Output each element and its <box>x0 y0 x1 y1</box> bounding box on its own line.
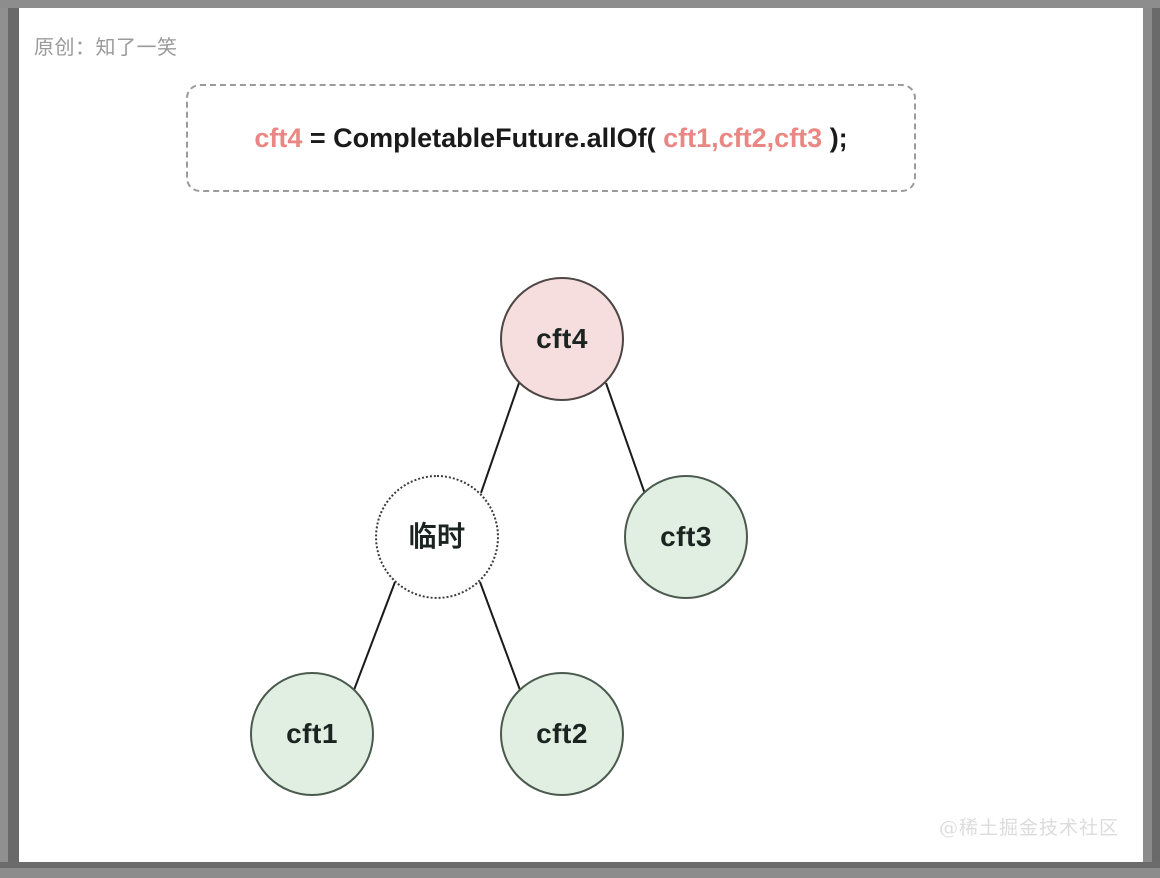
window-frame-top <box>0 0 1160 8</box>
code-expression: cft4 = CompletableFuture.allOf( cft1,cft… <box>254 123 847 154</box>
window-frame-right-inner <box>1143 0 1152 878</box>
window-frame-left-inner <box>8 0 19 878</box>
node-cft1[interactable]: cft1 <box>250 672 374 796</box>
window-frame-right <box>1152 0 1160 878</box>
node-cft3[interactable]: cft3 <box>624 475 748 599</box>
node-cft4-label: cft4 <box>536 323 588 354</box>
node-temp[interactable]: 临时 <box>375 475 499 599</box>
edge-temp-cft2 <box>479 581 521 691</box>
node-cft3-label: cft3 <box>660 521 712 552</box>
window-frame-bottom-inner <box>0 862 1160 868</box>
edge-temp-cft1 <box>353 581 396 691</box>
code-token-cft4: cft4 <box>254 122 303 153</box>
edge-cft4-temp <box>480 382 520 494</box>
window-frame-left <box>0 0 8 878</box>
author-credit: 原创：知了一笑 <box>34 37 178 59</box>
node-cft2-label: cft2 <box>536 718 588 749</box>
code-token-tail: ); <box>822 122 848 153</box>
code-token-args: cft1,cft2,cft3 <box>663 122 823 153</box>
window-frame-bottom <box>0 868 1160 878</box>
diagram-canvas: 原创：知了一笑 cft4 = CompletableFuture.allOf( … <box>19 9 1143 862</box>
site-watermark: @稀土掘金技术社区 <box>938 817 1119 839</box>
code-callout-box: cft4 = CompletableFuture.allOf( cft1,cft… <box>186 84 916 192</box>
tree-edges-layer <box>353 382 646 691</box>
edge-cft4-cft3 <box>605 382 646 495</box>
node-cft2[interactable]: cft2 <box>500 672 624 796</box>
node-cft4[interactable]: cft4 <box>500 277 624 401</box>
node-temp-label: 临时 <box>408 521 466 552</box>
node-cft1-label: cft1 <box>286 718 338 749</box>
code-token-allof: = CompletableFuture.allOf( <box>302 122 664 153</box>
